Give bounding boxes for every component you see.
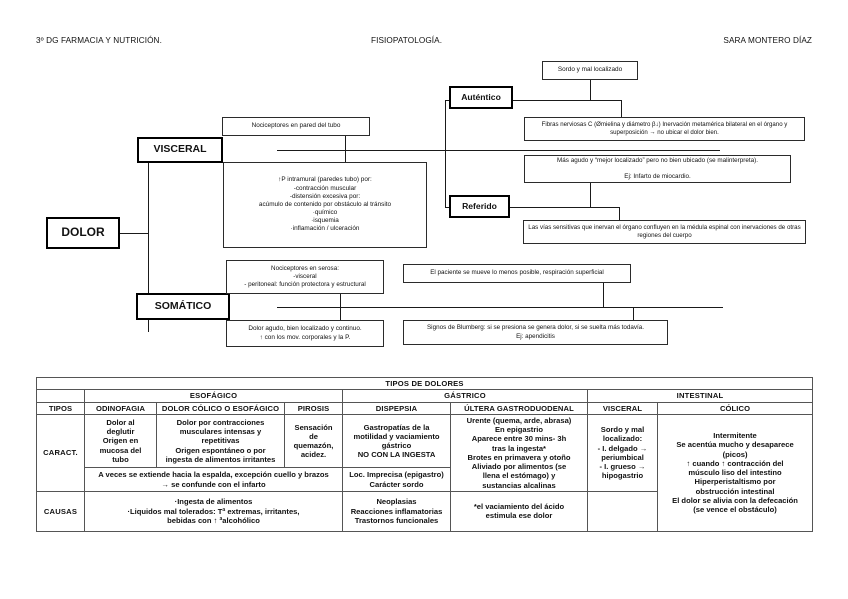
column-header-colico: CÓLICO: [656, 401, 814, 415]
cell-caract-visceral: Sordo y mal localizado: - I. delgado → p…: [587, 413, 658, 492]
node-dolor[interactable]: DOLOR: [46, 217, 120, 249]
header-author: SARA MONTERO DÍAZ: [723, 36, 812, 45]
node-autentico-label: Auténtico: [461, 92, 501, 102]
leaf-autentico-fibras: Fibras nerviosas C (Ømielina y diámetro …: [524, 117, 805, 141]
connector-autentico-right: [512, 100, 622, 102]
node-autentico[interactable]: Auténtico: [449, 86, 513, 109]
pain-types-diagram: DOLOR VISCERAL SOMÁTICO Auténtico Referi…: [0, 52, 848, 362]
node-referido[interactable]: Referido: [449, 195, 510, 218]
connector-blumberg: [633, 307, 635, 320]
connector-visceral-right: [277, 150, 720, 152]
leaf-referido-agudo-text: Más agudo y “mejor localizado” pero no b…: [557, 156, 758, 181]
cell-caract-colico-esofagico: Dolor por contracciones musculares inten…: [156, 413, 285, 469]
connector-dolor-trunk: [119, 233, 149, 235]
cell-causas-dispepsia: Neoplasias Reacciones inflamatorias Tras…: [342, 490, 451, 532]
cell-caract-bottom-dispepsia: Loc. Imprecisa (epigastro) Carácter sord…: [342, 467, 451, 492]
node-somatico[interactable]: SOMÁTICO: [136, 293, 230, 320]
connector-somatico-dolor: [340, 307, 342, 320]
connector-autentico-sordo: [590, 80, 592, 100]
row-label-causas: CAUSAS: [36, 490, 85, 532]
connector-referido-agudo: [590, 182, 592, 207]
cell-caract-colico: Intermitente Se acentúa mucho y desapare…: [656, 413, 814, 532]
connector-autentico-fibras: [621, 100, 623, 117]
leaf-nociceptores-pared-text: Nociceptores en pared del tubo: [251, 122, 341, 130]
node-dolor-label: DOLOR: [61, 225, 105, 240]
node-visceral[interactable]: VISCERAL: [137, 137, 223, 163]
leaf-somatico-paciente: El paciente se mueve lo menos posible, r…: [403, 264, 631, 283]
leaf-somatico-paciente-text: El paciente se mueve lo menos posible, r…: [430, 269, 604, 277]
cell-caract-esofagico-span: A veces se extiende hacia la espalda, ex…: [84, 467, 343, 492]
cell-causas-ulcera: *el vaciamiento del ácido estimula ese d…: [450, 490, 588, 532]
connector-serosa: [340, 287, 342, 307]
cell-caract-pirosis: Sensación de quemazón, acidez.: [284, 413, 343, 469]
node-visceral-label: VISCERAL: [153, 143, 207, 156]
cell-causas-esofagico-span: ·Ingesta de alimentos ·Liquidos mal tole…: [84, 490, 343, 532]
leaf-autentico-sordo: Sordo y mal localizado: [542, 61, 638, 80]
table-column-header-row: TIPOS ODINOFAGIA DOLOR CÓLICO O ESOFÁGIC…: [36, 401, 814, 415]
cell-caract-odinofagia: Dolor al deglutir Origen en mucosa del t…: [84, 413, 157, 469]
column-header-visceral: VISCERAL: [587, 401, 658, 415]
table-title-row: TIPOS DE DOLORES: [35, 376, 814, 391]
pain-types-table: TIPOS DE DOLORES ESOFÁGICO GÁSTRICO INTE…: [35, 376, 814, 532]
cell-causas-visceral: [587, 490, 658, 532]
node-somatico-label: SOMÁTICO: [154, 299, 212, 312]
leaf-nociceptores-serosa: Nociceptores en serosa: -visceral - peri…: [226, 260, 384, 294]
column-header-tipos: TIPOS: [36, 401, 85, 415]
page-header: 3º DG FARMACIA Y NUTRICIÓN. FISIOPATOLOG…: [0, 36, 848, 50]
row-label-caract: CARACT.: [36, 413, 85, 492]
column-header-pirosis: PIROSIS: [284, 401, 343, 415]
leaf-visceral-detail: ↑P intramural (paredes tubo) por: -contr…: [223, 162, 427, 248]
table-row-caract-top: CARACT. Dolor al deglutir Origen en muco…: [36, 413, 814, 532]
connector-referido-vias: [619, 207, 621, 220]
table-row-caract-bottom: A veces se extiende hacia la espalda, ex…: [37, 467, 813, 492]
table-group-row: ESOFÁGICO GÁSTRICO INTESTINAL: [36, 389, 814, 403]
connector-referido-right: [510, 207, 620, 209]
cell-caract-ulcera: Urente (quema, arde, abrasa) En epigastr…: [450, 413, 588, 492]
cell-caract-dispepsia: Gastropatías de la motilidad y vaciamien…: [342, 413, 451, 469]
node-referido-label: Referido: [462, 201, 497, 211]
header-course: 3º DG FARMACIA Y NUTRICIÓN.: [36, 36, 162, 45]
column-header-dispepsia: DISPEPSIA: [342, 401, 451, 415]
header-subject: FISIOPATOLOGÍA.: [371, 36, 443, 45]
connector-ref-vertical: [445, 150, 447, 208]
leaf-visceral-detail-text: ↑P intramural (paredes tubo) por: -contr…: [258, 176, 392, 233]
leaf-autentico-sordo-text: Sordo y mal localizado: [557, 66, 623, 74]
leaf-somatico-blumberg: Signos de Blumberg: si se presiona se ge…: [403, 320, 668, 345]
column-header-colico-esofagico: DOLOR CÓLICO O ESOFÁGICO: [156, 401, 285, 415]
column-header-ulcera: ÚLTERA GASTRODUODENAL: [450, 401, 588, 415]
leaf-referido-agudo: Más agudo y “mejor localizado” pero no b…: [524, 155, 791, 183]
connector-somatico-right: [277, 307, 723, 309]
connector-dolor-vertical: [148, 150, 150, 332]
leaf-somatico-dolor: Dolor agudo, bien localizado y continuo.…: [226, 320, 384, 347]
group-spacer: [36, 389, 85, 403]
leaf-somatico-dolor-text: Dolor agudo, bien localizado y continuo.…: [248, 325, 362, 341]
group-intestinal: INTESTINAL: [586, 389, 814, 403]
connector-paciente: [603, 283, 605, 307]
leaf-referido-vias: Las vías sensitivas que inervan el órgan…: [523, 220, 806, 244]
leaf-autentico-fibras-text: Fibras nerviosas C (Ømielina y diámetro …: [541, 121, 788, 136]
leaf-nociceptores-pared: Nociceptores en pared del tubo: [222, 117, 370, 136]
connector-visceral-detail: [345, 150, 347, 162]
table-row-causas: CAUSAS ·Ingesta de alimentos ·Liquidos m…: [36, 490, 813, 532]
leaf-nociceptores-serosa-text: Nociceptores en serosa: -visceral - peri…: [244, 264, 366, 289]
column-header-odinofagia: ODINOFAGIA: [84, 401, 157, 415]
connector-auth-ref-vertical: [445, 100, 447, 158]
group-gastrico: GÁSTRICO: [342, 389, 588, 403]
leaf-somatico-blumberg-text: Signos de Blumberg: si se presiona se ge…: [426, 324, 644, 340]
group-esofagico: ESOFÁGICO: [84, 389, 343, 403]
leaf-referido-vias-text: Las vías sensitivas que inervan el órgan…: [528, 224, 801, 239]
table-title: TIPOS DE DOLORES: [35, 376, 814, 391]
